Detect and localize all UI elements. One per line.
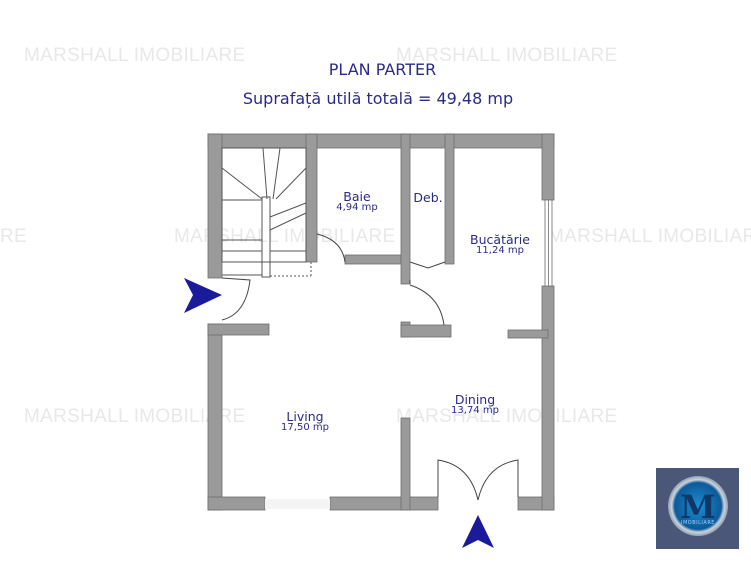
watermark: MARSHALL IMOBILIARE	[24, 45, 246, 66]
room-name: Living	[286, 409, 324, 424]
watermark: MARSHALL IMOBILIARE	[548, 226, 751, 247]
room-bucatarie: Bucătărie 11,24 mp	[460, 233, 540, 257]
room-area: 4,94 mp	[336, 202, 378, 214]
room-living: Living 17,50 mp	[270, 410, 340, 434]
watermark: RE	[0, 226, 27, 247]
watermark: MARSHALL IMOBILIARE	[396, 406, 618, 427]
room-debara: Deb.	[408, 191, 448, 204]
agency-logo: M IMOBILIARE	[656, 468, 739, 549]
room-name: Dining	[454, 392, 496, 407]
walls	[207, 133, 555, 511]
room-name: Baie	[343, 189, 371, 204]
watermark: MARSHALL IMOBILIARE	[396, 45, 618, 66]
room-area: 17,50 mp	[281, 422, 329, 434]
room-baie: Baie 4,94 mp	[327, 190, 387, 214]
room-name: Bucătărie	[470, 232, 530, 247]
logo-subtext: IMOBILIARE	[681, 520, 715, 526]
room-name: Deb.	[413, 190, 443, 205]
logo-emblem: M IMOBILIARE	[668, 476, 728, 536]
room-area: 13,74 mp	[451, 405, 499, 417]
doors	[221, 233, 519, 501]
plan-subtitle: Suprafață utilă totală = 49,48 mp	[242, 89, 514, 108]
logo-letter: M	[680, 488, 716, 526]
kitchen-window	[544, 199, 553, 287]
watermark: MARSHALL IMOBILIARE	[174, 226, 396, 247]
staircase	[221, 147, 312, 278]
room-dining: Dining 13,74 mp	[440, 393, 510, 417]
watermark: MARSHALL IMOBILIARE	[24, 406, 246, 427]
entrance-arrow-left	[184, 278, 222, 313]
plan-title: PLAN PARTER	[328, 60, 437, 79]
entrance-arrow-bottom	[462, 515, 494, 548]
room-area: 11,24 mp	[476, 245, 524, 257]
living-window	[265, 499, 330, 509]
